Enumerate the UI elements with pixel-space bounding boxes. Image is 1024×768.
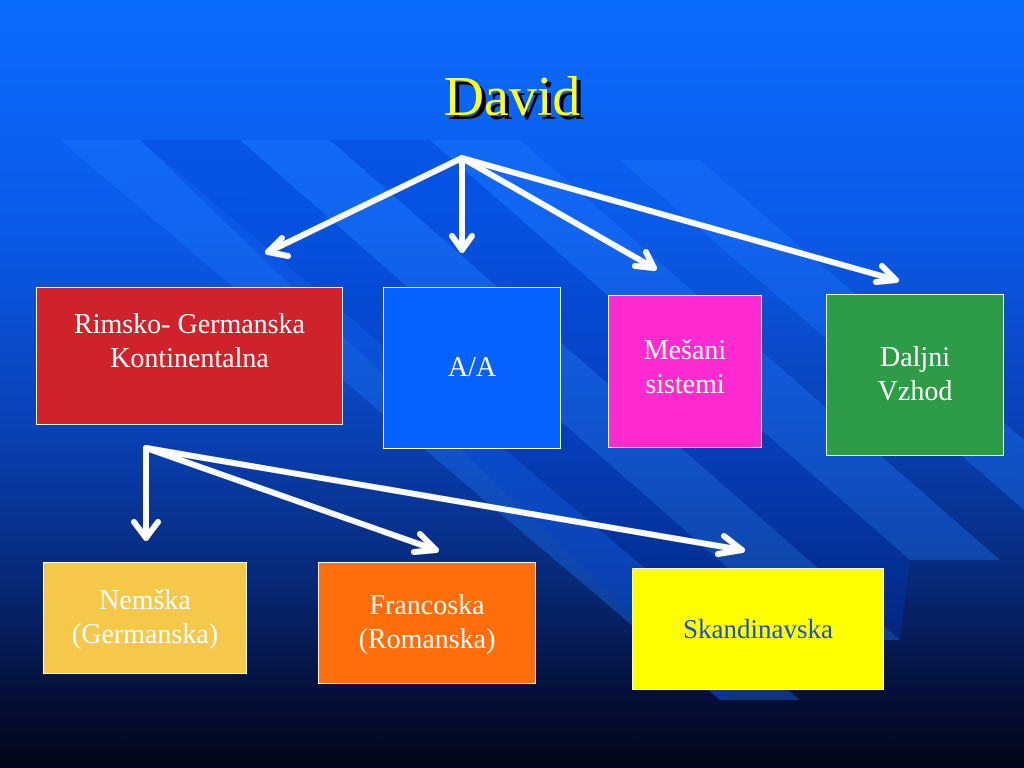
page-title: David bbox=[443, 66, 581, 128]
arrow-to-skandinavska bbox=[143, 445, 745, 553]
box-skandinavska: Skandinavska bbox=[632, 568, 884, 690]
box-skandinavska-label: Skandinavska bbox=[683, 614, 833, 644]
arrow-to-mesani bbox=[459, 155, 657, 271]
box-mesani-label: Mešani sistemi bbox=[643, 335, 727, 400]
arrow-to-francoska bbox=[143, 445, 439, 553]
box-francoska-label: Francoska (Romanska) bbox=[358, 590, 496, 655]
box-daljni-vzhod: Daljni Vzhod bbox=[826, 294, 1004, 456]
arrow-to-rimsko bbox=[265, 155, 465, 255]
box-aa-label: A/A bbox=[447, 352, 497, 383]
box-rimsko-label: Rimsko- Germanska Kontinentalna bbox=[74, 309, 305, 374]
arrow-to-daljni bbox=[459, 155, 899, 283]
box-daljni-label: Daljni Vzhod bbox=[877, 342, 953, 407]
box-nemska-label: Nemška (Germanska) bbox=[71, 585, 219, 650]
box-nemska: Nemška (Germanska) bbox=[43, 562, 247, 674]
box-rimsko-germanska: Rimsko- Germanska Kontinentalna bbox=[36, 287, 343, 425]
box-mesani-sistemi: Mešani sistemi bbox=[608, 295, 762, 448]
box-aa: A/A bbox=[383, 287, 561, 449]
box-francoska: Francoska (Romanska) bbox=[318, 562, 536, 684]
